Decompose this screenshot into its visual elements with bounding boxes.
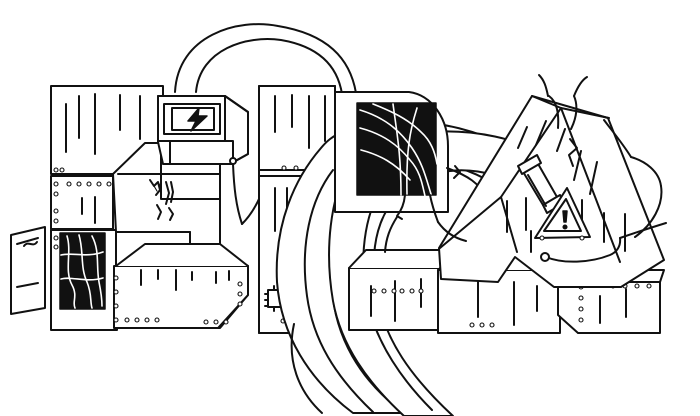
rivets-e (53, 167, 243, 325)
coolant-vial (517, 154, 565, 214)
left-open-cabinet (10, 226, 106, 315)
battery-lightning-icon (187, 107, 208, 132)
loose-wires (153, 74, 588, 253)
battery-machine (149, 95, 266, 225)
right-a-frame (438, 95, 667, 288)
top-hose-arch (174, 23, 357, 95)
cable-bundle-panel (334, 91, 489, 223)
warning-triangle-icon (534, 187, 591, 241)
